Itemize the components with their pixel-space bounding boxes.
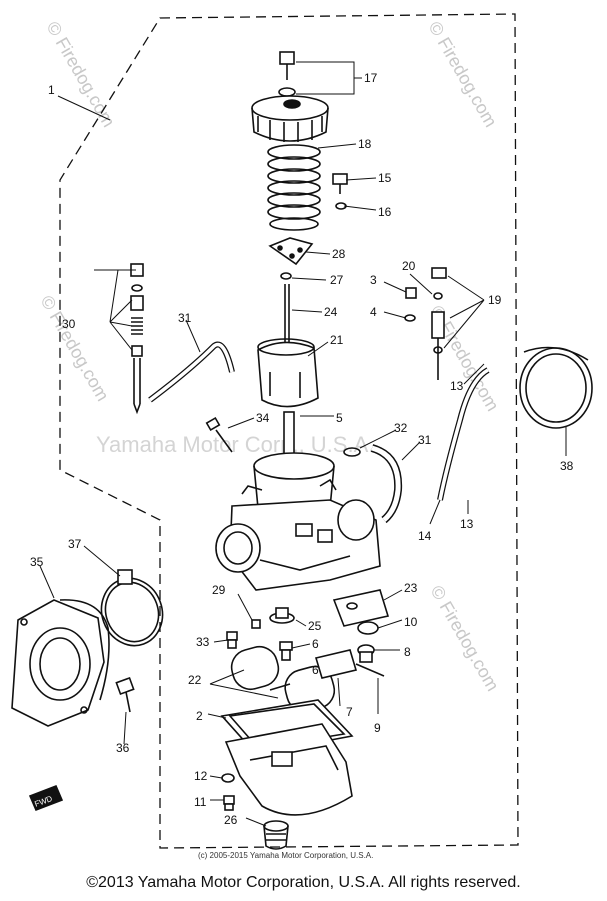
callout-9: 9 [374,721,381,735]
callout-23: 23 [404,581,418,595]
callout-6a: 6 [312,637,319,651]
part-clip-27 [280,272,292,280]
callout-4: 4 [370,305,377,319]
callout-2: 2 [196,709,203,723]
part-hose-14-inner [438,368,489,501]
callout-3: 3 [370,273,377,287]
callout-36: 36 [116,741,130,755]
watermark-mid-right: © Firedog.com [427,582,503,694]
part-spring-18 [267,144,321,231]
callout-11: 11 [194,795,207,809]
watermark-center: Yamaha Motor Corp., U.S.A. [96,432,374,457]
leader-lines [39,61,567,827]
callout-31a: 31 [178,311,192,325]
part-cap-32 [343,447,361,457]
part-drain-26 [263,820,289,850]
part-6 [279,641,293,661]
part-11 [223,795,235,811]
callout-8: 8 [404,645,411,659]
parts-drawing: FWD [11,51,593,850]
callout-25: 25 [308,619,322,633]
part-carburetor-body [215,452,381,591]
part-gasket-23 [332,589,390,627]
diagram-copyright: (c) 2005-2015 Yamaha Motor Corporation, … [198,851,373,860]
part-10 [357,621,379,635]
callout-18: 18 [358,137,372,151]
part-needle-24 [284,284,290,342]
part-hose-31b-inner [371,445,401,522]
callout-20: 20 [402,259,416,273]
callout-38: 38 [560,459,574,473]
callout-30: 30 [62,317,76,331]
part-float-arm-7 [314,649,358,679]
part-needle-jet-5 [283,411,295,459]
part-throttle-stop-19 [404,267,447,380]
callout-33: 33 [196,635,210,649]
callout-10: 10 [404,615,418,629]
part-throttle-valve-21 [257,338,319,408]
callout-31b: 31 [418,433,432,447]
callout-15: 15 [378,171,392,185]
watermark-top-right: © Firedog.com [425,18,501,130]
callout-13a: 13 [450,379,464,393]
callout-22: 22 [188,673,202,687]
part-hose-31a-inner [148,342,234,402]
callout-7: 7 [346,705,353,719]
part-main-jet-25 [269,607,295,624]
part-screw-17 [278,51,296,97]
callout-34: 34 [256,411,270,425]
callout-32: 32 [394,421,408,435]
callout-24: 24 [324,305,338,319]
part-plate-28 [268,237,314,266]
callout-27: 27 [330,273,344,287]
callout-16: 16 [378,205,392,219]
assembly-outline [59,13,519,849]
part-screw-15 [332,173,348,210]
part-gasket-23-hole [346,602,358,610]
part-33 [226,631,238,649]
watermark-top-left: © Firedog.com [43,18,119,130]
callout-28: 28 [332,247,346,261]
callout-6b: 6 [312,663,319,677]
part-top-cap [251,95,329,142]
part-band-38 [519,346,593,429]
fwd-arrow-icon: FWD [28,784,64,812]
callout-29: 29 [212,583,226,597]
callout-37: 37 [68,537,82,551]
part-bolt-36 [115,676,135,713]
callout-35: 35 [30,555,44,569]
callout-26: 26 [224,813,238,827]
callout-1: 1 [48,83,55,97]
watermark-mid-left: © Firedog.com [37,292,113,404]
callout-21: 21 [330,333,344,347]
part-intake-joint-35 [11,599,110,727]
part-float-bowl-2 [220,699,354,816]
footer-copyright: ©2013 Yamaha Motor Corporation, U.S.A. A… [86,874,521,891]
callout-19: 19 [488,293,502,307]
part-pin-9 [355,663,385,677]
dashed-border [59,13,519,849]
part-pilot-screw-30 [130,263,144,415]
part-12 [221,773,235,783]
callout-14: 14 [418,529,432,543]
part-29 [251,619,261,629]
callout-5: 5 [336,411,343,425]
callout-17: 17 [364,71,378,85]
part-8 [357,644,375,663]
callout-labels: 1 2 3 4 5 6 7 8 9 10 11 12 13 14 15 16 1… [30,71,574,827]
part-clamp-37 [100,569,164,647]
callout-12: 12 [194,769,208,783]
part-screw-34 [205,416,233,453]
callout-13b: 13 [460,517,474,531]
